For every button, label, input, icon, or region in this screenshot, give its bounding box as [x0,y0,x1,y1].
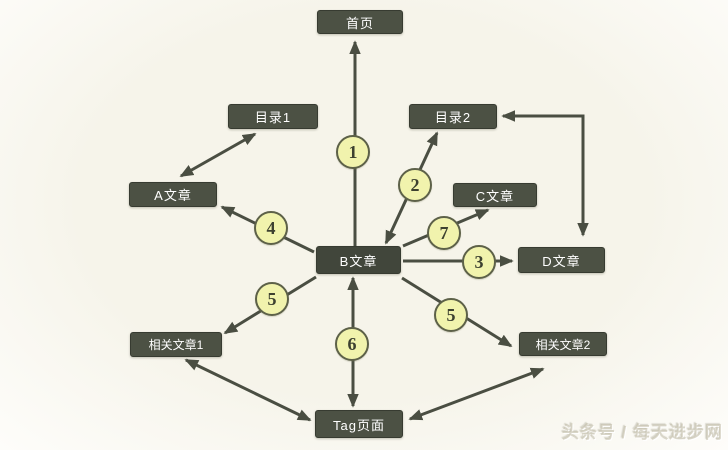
node-related-articles-1: 相关文章1 [130,332,222,357]
edge-badge-5-right: 5 [434,298,468,332]
node-article-b: B文章 [316,246,401,274]
edge-article-d-to-dir2 [501,110,589,237]
node-article-c: C文章 [453,183,537,207]
node-directory-1: 目录1 [228,104,318,129]
node-homepage: 首页 [317,10,403,34]
edge-badge-2: 2 [398,168,432,202]
watermark-text: 头条号 / 每天进步网 [561,423,723,442]
node-article-d: D文章 [518,247,605,273]
edge-badge-5-left: 5 [255,282,289,316]
node-directory-2: 目录2 [409,104,497,129]
edge-badge-6: 6 [335,327,369,361]
edge-tag-to-related1 [184,358,312,422]
edge-article-a-to-dir1 [179,132,257,178]
node-related-articles-2: 相关文章2 [519,332,607,356]
edge-badge-1: 1 [336,135,370,169]
edge-badge-3: 3 [462,245,496,279]
node-article-a: A文章 [129,182,217,207]
edge-badge-7: 7 [427,216,461,250]
node-tag-page: Tag页面 [315,410,403,438]
edge-tag-to-related2 [408,367,545,421]
edge-badge-4: 4 [254,211,288,245]
